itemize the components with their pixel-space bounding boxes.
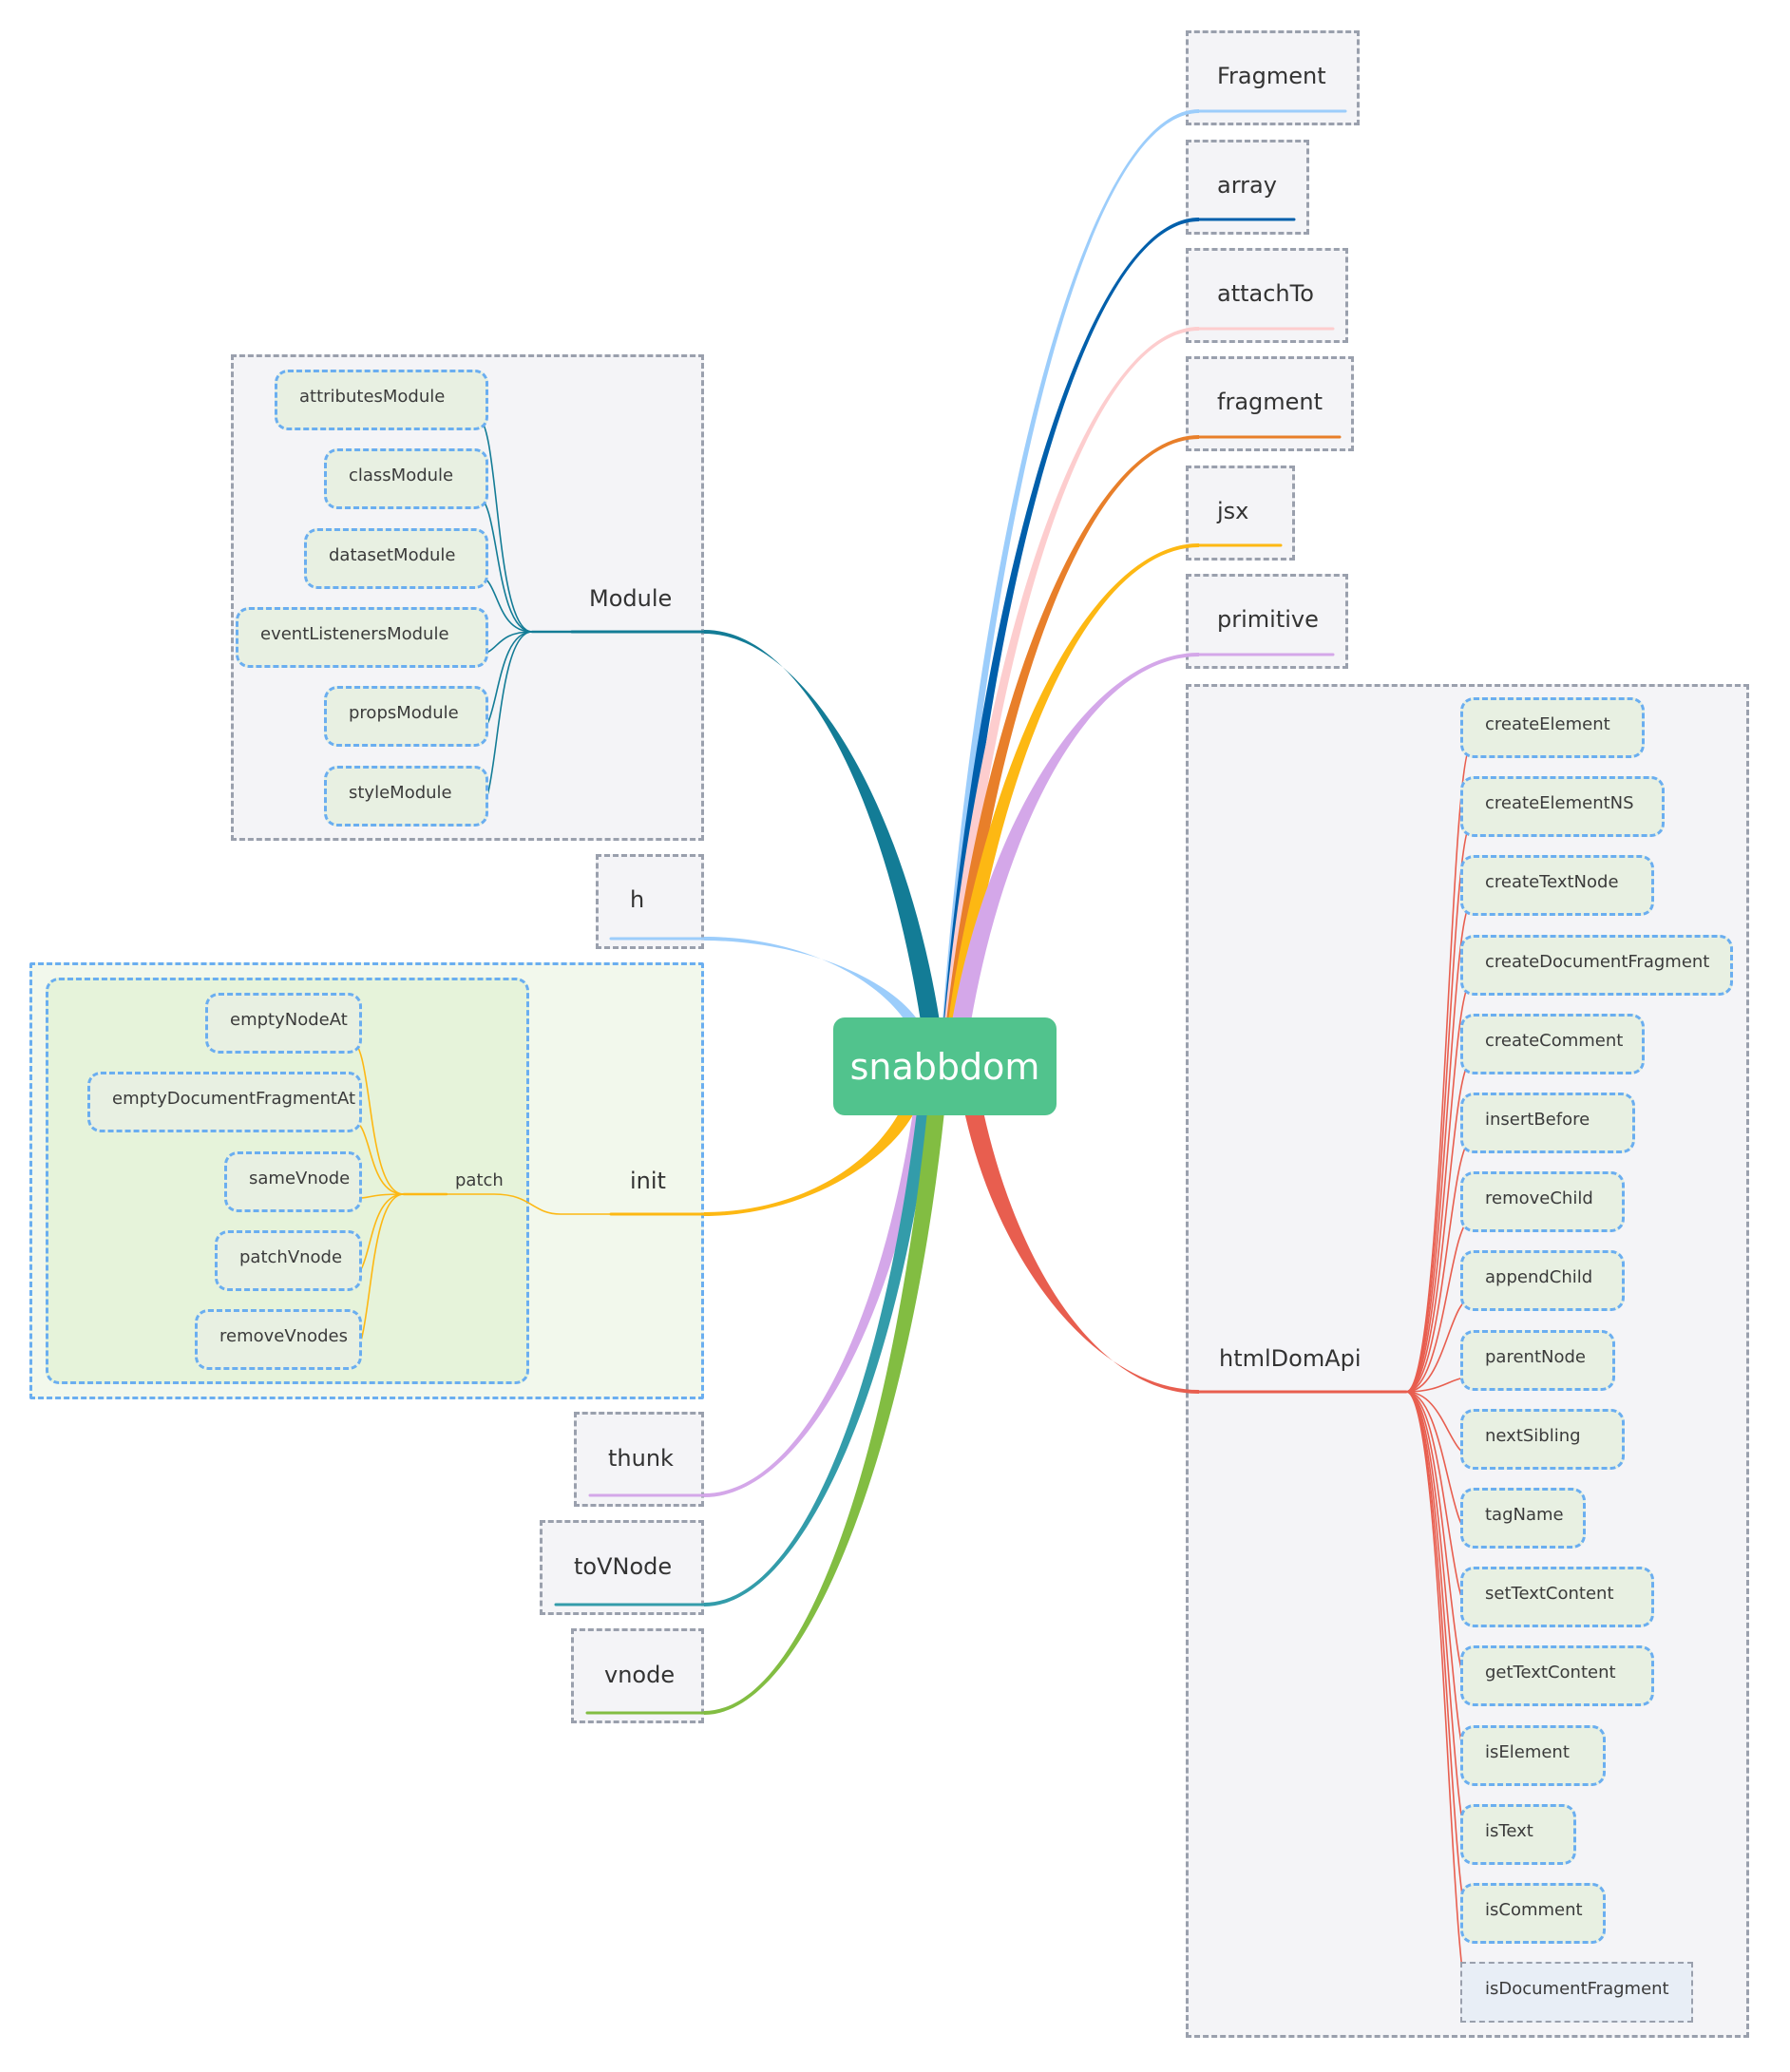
leaf-label: propsModule: [349, 703, 459, 724]
branch-init: [704, 1112, 915, 1216]
leaf-label: sameVnode: [249, 1168, 351, 1188]
topic-thunk[interactable]: [574, 1412, 704, 1507]
topic-label-thunk: thunk: [608, 1445, 674, 1472]
topic-fragment-upper[interactable]: [1186, 30, 1360, 125]
topic-label-primitive: primitive: [1217, 606, 1319, 633]
topic-label-fragment-upper: Fragment: [1217, 63, 1326, 89]
topic-label-tovnode: toVNode: [574, 1553, 673, 1580]
topic-label-fragment-lower: fragment: [1217, 389, 1323, 415]
leaf-label: emptyNodeAt: [230, 1010, 348, 1030]
leaf-label: emptyDocumentFragmentAt: [112, 1089, 356, 1110]
leaf-label: createComment: [1485, 1030, 1624, 1051]
leaf-label: isDocumentFragment: [1485, 1979, 1669, 2000]
topic-label-htmldomapi: htmlDomApi: [1219, 1345, 1362, 1372]
leaf-label: isElement: [1485, 1741, 1570, 1762]
branch-tovnode: [704, 1112, 930, 1606]
leaf-label: createElementNS: [1485, 793, 1634, 814]
leaf-label: appendChild: [1485, 1267, 1593, 1288]
leaf-label: setTextContent: [1485, 1584, 1614, 1605]
topic-label-vnode: vnode: [604, 1662, 676, 1688]
branch-fragment-lower: [946, 435, 1199, 1021]
branch-module: [704, 630, 940, 1021]
subtopic-label-patch: patch: [455, 1170, 504, 1190]
branch-fragment-upper: [943, 109, 1199, 1021]
root-topic-snabbdom[interactable]: snabbdom: [833, 1017, 1057, 1115]
branch-thunk: [704, 1112, 926, 1497]
branch-array: [943, 218, 1199, 1021]
leaf-label: isComment: [1485, 1900, 1583, 1920]
topic-primitive[interactable]: [1186, 574, 1348, 669]
topic-tovnode[interactable]: [540, 1520, 704, 1615]
leaf-label: createElement: [1485, 714, 1610, 734]
leaf-label: removeChild: [1485, 1188, 1593, 1209]
topic-label-attachto: attachTo: [1217, 280, 1314, 307]
topic-label-h: h: [630, 886, 645, 913]
topic-label-module: Module: [589, 585, 673, 612]
topic-attachto[interactable]: [1186, 248, 1348, 343]
leaf-label: nextSibling: [1485, 1425, 1581, 1446]
branch-primitive: [952, 653, 1199, 1021]
leaf-label: datasetModule: [329, 544, 456, 565]
leaf-label: patchVnode: [239, 1246, 343, 1267]
topic-label-init: init: [630, 1168, 666, 1194]
topic-fragment-lower[interactable]: [1186, 356, 1354, 451]
topic-vnode[interactable]: [571, 1628, 704, 1723]
leaf-label: styleModule: [349, 782, 452, 803]
leaf-label: eventListenersModule: [260, 623, 449, 644]
leaf-label: classModule: [349, 466, 454, 486]
leaf-label: parentNode: [1485, 1346, 1586, 1367]
leaf-label: tagName: [1485, 1505, 1564, 1525]
branch-h: [704, 937, 919, 1021]
branch-jsx: [948, 543, 1199, 1021]
leaf-label: createDocumentFragment: [1485, 951, 1710, 972]
root-label: snabbdom: [849, 1045, 1040, 1088]
topic-label-jsx: jsx: [1217, 498, 1249, 524]
branch-attachto: [944, 327, 1199, 1021]
leaf-label: attributesModule: [299, 387, 446, 407]
leaf-label: insertBefore: [1485, 1110, 1590, 1130]
topic-label-array: array: [1217, 172, 1277, 199]
leaf-label: isText: [1485, 1820, 1533, 1841]
leaf-label: removeVnodes: [219, 1326, 348, 1347]
leaf-label: getTextContent: [1485, 1663, 1616, 1683]
topic-h[interactable]: [596, 854, 704, 949]
branch-vnode: [704, 1112, 944, 1715]
branch-htmldomapi: [964, 1112, 1199, 1394]
leaf-label: createTextNode: [1485, 872, 1619, 893]
